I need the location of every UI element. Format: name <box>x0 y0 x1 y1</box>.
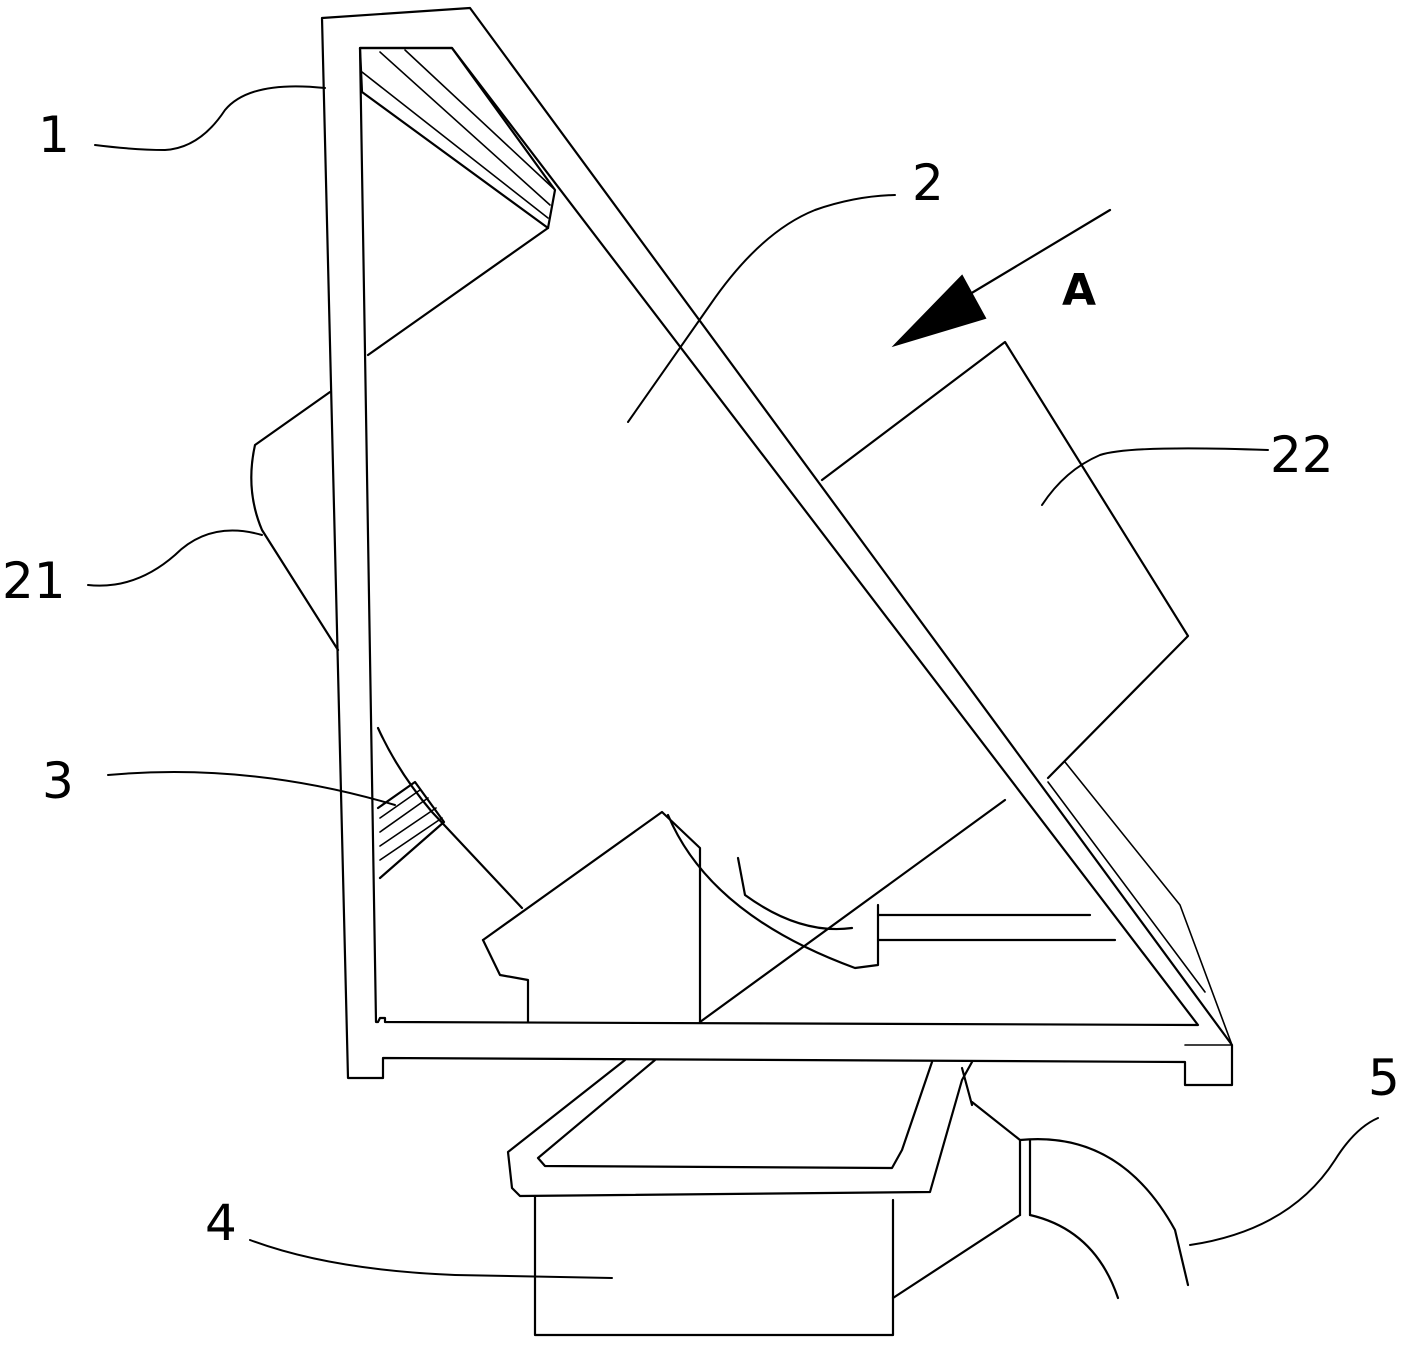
frame-inner <box>358 46 1200 1027</box>
body-bottom-edge <box>698 798 1007 1024</box>
body-left-outline <box>250 390 340 652</box>
body-upper-edge <box>366 226 550 357</box>
label-2: 2 <box>912 154 944 212</box>
body-lower-outline <box>376 726 524 910</box>
main-body <box>250 226 1007 1024</box>
collection-bin <box>506 1058 974 1337</box>
label-22: 22 <box>1270 426 1334 484</box>
left-support-block <box>481 810 702 1024</box>
leader-22 <box>1041 447 1269 506</box>
leader-21 <box>87 529 263 587</box>
bin-top-rim-outer <box>506 1058 974 1198</box>
view-arrow-a <box>891 208 1112 348</box>
frame-outer <box>320 6 1234 1087</box>
curved-guide <box>666 813 880 970</box>
pipe <box>891 1100 1190 1300</box>
label-3: 3 <box>42 752 74 810</box>
right-box-outline <box>820 340 1190 780</box>
top-wedge-block <box>358 46 557 230</box>
bin-top-rim-inner <box>536 1058 934 1170</box>
frame <box>320 6 1234 1087</box>
pipe-inner <box>1028 1213 1120 1300</box>
pipe-outer <box>970 1100 1190 1287</box>
part-labels: 1 2 A 22 21 3 5 4 <box>2 106 1400 1252</box>
leader-1 <box>94 85 326 152</box>
right-box <box>820 340 1233 1046</box>
label-a: A <box>1062 265 1096 316</box>
leader-2 <box>627 194 896 423</box>
leader-lines <box>87 85 1379 1279</box>
label-21: 21 <box>2 552 66 610</box>
wedge-outline <box>358 46 557 230</box>
label-1: 1 <box>38 106 70 164</box>
bin-body <box>533 1194 895 1337</box>
leader-3 <box>107 770 396 806</box>
label-4: 4 <box>205 1194 237 1252</box>
pad <box>376 780 446 880</box>
lower-support <box>481 810 1117 1024</box>
leader-5 <box>1189 1117 1379 1246</box>
arrow-head <box>891 274 987 348</box>
label-5: 5 <box>1368 1049 1400 1107</box>
leader-4 <box>249 1239 613 1279</box>
